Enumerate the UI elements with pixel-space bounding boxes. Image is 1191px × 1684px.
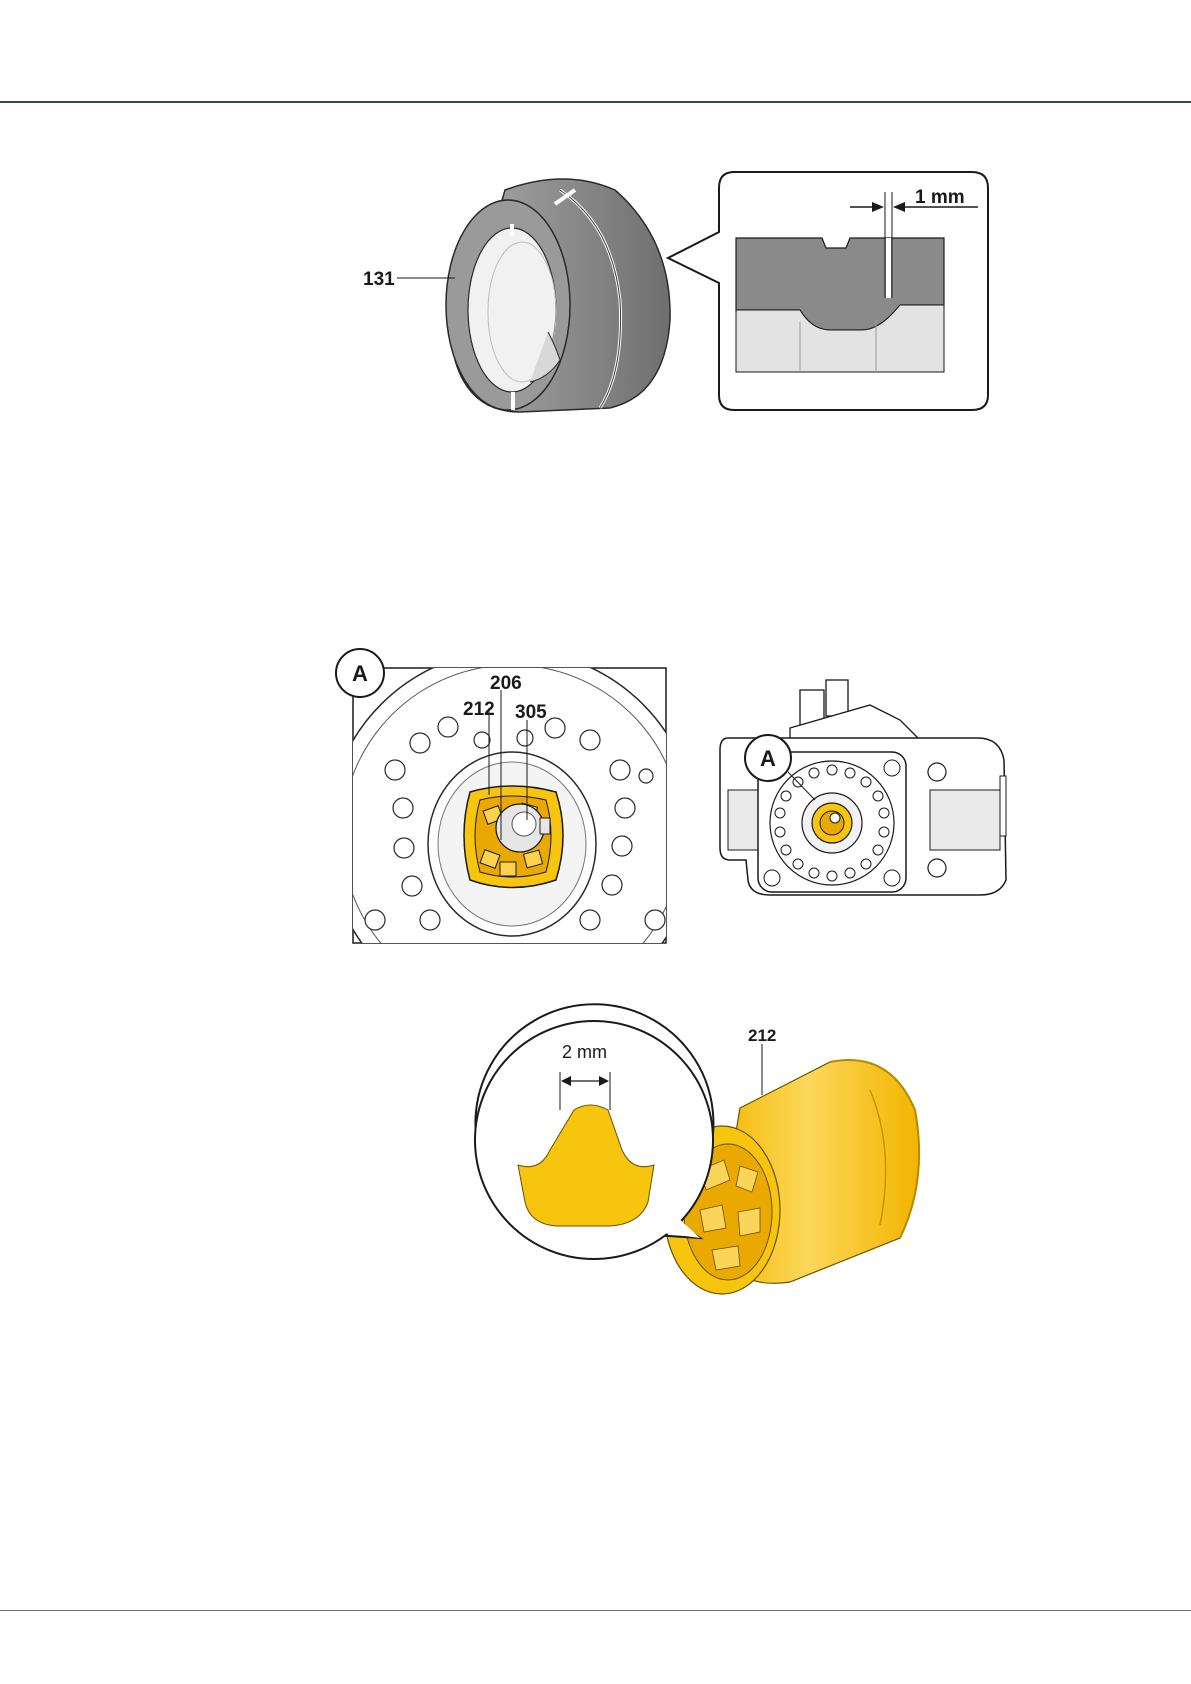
- part-label-212: 212: [748, 1026, 776, 1045]
- detail-callout-2mm: 2 mm: [475, 1004, 713, 1259]
- gap-label-2mm: 2 mm: [562, 1042, 607, 1062]
- figure-1-split-ring: 131 1 mm: [363, 172, 988, 412]
- motor-housing-drawing: [720, 680, 1006, 895]
- callout-212: 212: [463, 699, 495, 720]
- part-label-131: 131: [363, 269, 395, 290]
- figure-3-bushing: 212 2 mm: [475, 1004, 919, 1294]
- figure-2-detail-a: 206 212 305 A: [327, 649, 697, 1020]
- callout-305: 305: [515, 702, 547, 723]
- view-a-label: A: [352, 661, 368, 686]
- figure-2-motor-overview: A: [720, 680, 1006, 895]
- gap-label-1mm: 1 mm: [915, 187, 965, 208]
- overview-a-label: A: [760, 746, 776, 771]
- callout-206: 206: [490, 673, 522, 694]
- ring-131-drawing: [446, 179, 670, 412]
- detail-a-flange-drawing: [327, 650, 697, 1020]
- detail-callout-1mm: 1 mm: [668, 172, 988, 410]
